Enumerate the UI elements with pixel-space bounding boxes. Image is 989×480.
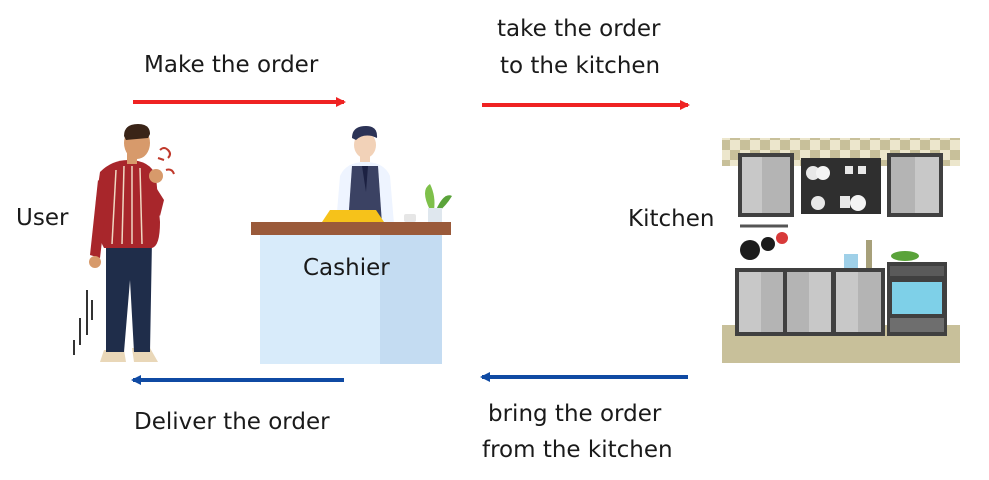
edge-label-take-order-line1: take the order	[497, 16, 661, 42]
edge-label-bring-order-line1: bring the order	[488, 401, 662, 427]
kitchen-illustration	[722, 138, 960, 363]
cashier-illustration	[251, 126, 452, 364]
edge-label-make-order: Make the order	[144, 52, 319, 78]
edge-label-deliver-order: Deliver the order	[134, 409, 330, 435]
node-label-kitchen: Kitchen	[628, 206, 715, 232]
user-illustration	[73, 124, 175, 362]
node-label-cashier: Cashier	[303, 255, 390, 281]
edge-label-take-order-line2: to the kitchen	[500, 53, 661, 79]
edge-label-bring-order-line2: from the kitchen	[482, 437, 673, 463]
node-label-user: User	[16, 205, 69, 231]
